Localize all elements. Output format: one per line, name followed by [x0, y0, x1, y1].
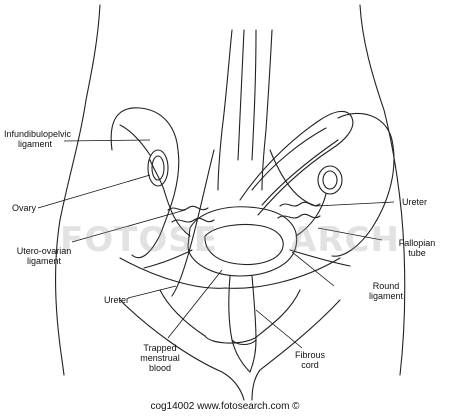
label-uteroovarian-line1: Utero-ovarian [16, 246, 72, 256]
vessels-right-b [277, 213, 321, 219]
spine-right [261, 29, 273, 191]
label-round-line2: ligament [368, 291, 404, 301]
label-fibrous-line1: Fibrous [294, 350, 325, 360]
label-infundibulopelvic-line2: ligament [17, 139, 53, 149]
sigmoid-colon-a [239, 110, 354, 216]
label-trapped-line2: menstrual [140, 353, 180, 363]
pubic-symphysis [204, 335, 256, 344]
vessels-left-b [171, 217, 215, 223]
label-fallopian-tube: Fallopian tube [392, 238, 442, 258]
uterus-inner [204, 223, 284, 266]
right-ovary-inner [322, 170, 338, 190]
label-fibrous-cord: Fibrous cord [290, 350, 330, 370]
round-ligament-right [289, 249, 351, 267]
label-round-line1: Round [372, 281, 400, 291]
left-ip-ligament [119, 124, 151, 156]
leader-fallopian [317, 227, 383, 241]
left-ovary [147, 149, 169, 187]
label-fallopian-line2: tube [408, 248, 426, 258]
label-ureter-right: Ureter [402, 197, 428, 207]
leader-ureter-right [315, 201, 395, 207]
pubic-arch [159, 289, 301, 339]
label-trapped-line3: blood [148, 363, 172, 373]
leader-trapped [167, 269, 223, 339]
leader-fibrous [255, 309, 303, 349]
pelvic-basin [119, 257, 341, 289]
left-ureter [171, 149, 215, 297]
label-infundibulopelvic: Infundibulopelvic ligament [4, 129, 72, 149]
vessels-left-a [167, 205, 209, 211]
round-ligament-left [143, 249, 193, 269]
body-outline-right [359, 4, 406, 376]
leader-round [291, 251, 335, 287]
left-fallopian-tube [149, 159, 191, 237]
label-ureter-left: Ureter [104, 295, 130, 305]
label-fallopian-line1: Fallopian [398, 238, 436, 248]
watermark-left: FOTOSE [60, 220, 218, 260]
label-ovary: Ovary [12, 203, 37, 213]
vaginal-canal-right [249, 275, 257, 373]
label-fibrous-line2: cord [301, 360, 319, 370]
leader-ovary [37, 174, 151, 209]
right-thigh [251, 299, 341, 401]
label-uteroovarian: Utero-ovarian ligament [14, 246, 74, 266]
cervix-lower [231, 339, 257, 346]
aorta [237, 29, 245, 161]
left-thigh [119, 299, 245, 401]
leader-infundibulopelvic [63, 139, 151, 142]
uterus [187, 206, 298, 277]
sigmoid-colon-b [251, 127, 327, 191]
vessels-right-a [279, 201, 321, 207]
sigmoid-colon-c [261, 139, 339, 206]
label-trapped-line1: Trapped [143, 343, 177, 353]
left-iliac-wing [110, 107, 180, 259]
vaginal-canal [228, 275, 251, 373]
footer-caption: cog14002 www.fotosearch.com © [150, 401, 300, 412]
spine-left [217, 29, 233, 191]
left-ovary-inner [151, 155, 165, 181]
right-ovary [317, 165, 343, 195]
label-round-ligament: Round ligament [360, 281, 412, 301]
watermark-right: ARCH [290, 220, 400, 260]
vena-cava [251, 29, 257, 161]
right-iliac-wing [331, 112, 395, 257]
body-outline-left [54, 4, 101, 376]
leader-uteroovarian [71, 209, 186, 243]
label-trapped-menstrual-blood: Trapped menstrual blood [134, 343, 186, 373]
right-ureter [269, 149, 317, 207]
leader-ureter-left [127, 285, 177, 299]
label-uteroovarian-line2: ligament [26, 256, 62, 266]
label-infundibulopelvic-line1: Infundibulopelvic [4, 129, 72, 139]
